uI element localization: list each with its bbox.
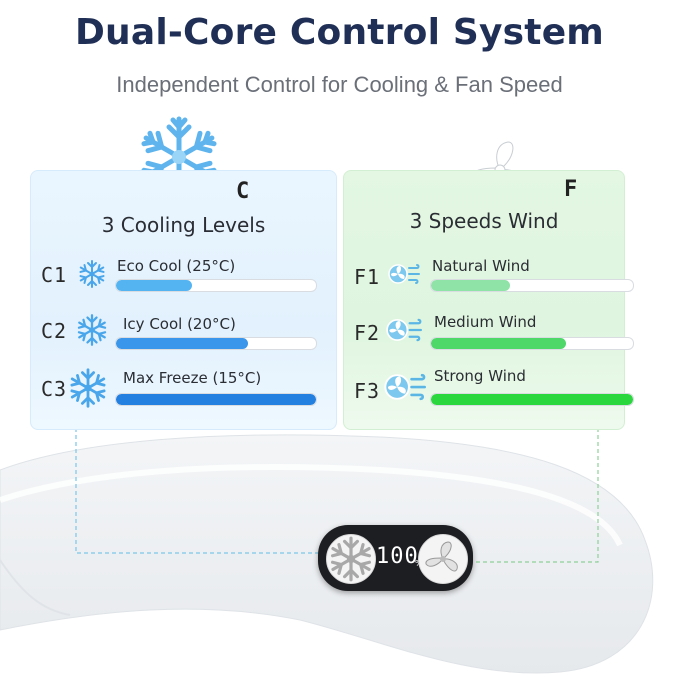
wind-panel: F 3 Speeds Wind F1 Natural Wind F2 Mediu… [343,170,634,430]
cooling-level-row: C3 Max Freeze (15°C) [31,367,336,417]
cooling-code-letter: C [236,179,250,204]
fan-icon [425,541,458,572]
wind-level-code: F3 [354,379,381,403]
wind-connector-line [455,428,599,563]
cooling-panel: C 3 Cooling Levels C1 Eco Cool (25°C) C2… [30,170,337,430]
wind-level-fill [431,394,633,405]
wind-level-fill [431,280,510,291]
control-display: 100 % [318,525,473,591]
wind-level-code: F1 [354,265,381,289]
wind-level-label: Strong Wind [434,367,526,385]
wind-level-label: Medium Wind [434,313,537,331]
fan-wind-icon [384,373,426,401]
cooling-level-label: Icy Cool (20°C) [123,315,236,333]
display-value: 100 [376,544,419,569]
wind-code-letter: F [564,177,578,202]
wind-level-fill [431,338,567,349]
page-subtitle: Independent Control for Cooling & Fan Sp… [116,72,563,97]
cooling-level-label: Eco Cool (25°C) [117,257,236,275]
cooling-level-code: C2 [41,319,68,343]
wind-level-label: Natural Wind [432,257,530,275]
cooling-level-fill [116,338,248,349]
wind-level-code: F2 [354,321,381,345]
snowflake-icon [77,314,107,346]
cooling-level-row: C1 Eco Cool (25°C) [31,257,336,307]
cooling-level-code: C3 [41,377,68,401]
wind-level-bar [430,337,634,350]
cooling-button[interactable] [326,534,376,584]
fan-wind-icon [386,318,422,342]
cooling-heading: 3 Cooling Levels [101,213,266,237]
snowflake-icon [70,368,106,408]
wind-level-row: F1 Natural Wind [344,257,634,307]
fan-button[interactable] [418,534,468,584]
cooling-level-code: C1 [41,263,68,287]
cooling-level-bar [115,393,317,406]
page-title: Dual-Core Control System [74,12,605,53]
snowflake-icon [135,116,223,201]
wind-heading: 3 Speeds Wind [409,209,559,233]
wind-level-bar [430,279,634,292]
snowflake-icon [79,260,105,288]
cooling-level-fill [116,280,192,291]
cooling-level-fill [116,394,316,405]
wind-level-row: F3 Strong Wind [344,367,634,417]
cooling-level-row: C2 Icy Cool (20°C) [31,313,336,363]
cooling-level-bar [115,279,317,292]
fan-wind-icon [388,264,420,284]
cooling-level-label: Max Freeze (15°C) [123,369,262,387]
wind-level-row: F2 Medium Wind [344,313,634,363]
snowflake-icon [330,536,372,582]
wind-level-bar [430,393,634,406]
cooling-level-bar [115,337,317,350]
